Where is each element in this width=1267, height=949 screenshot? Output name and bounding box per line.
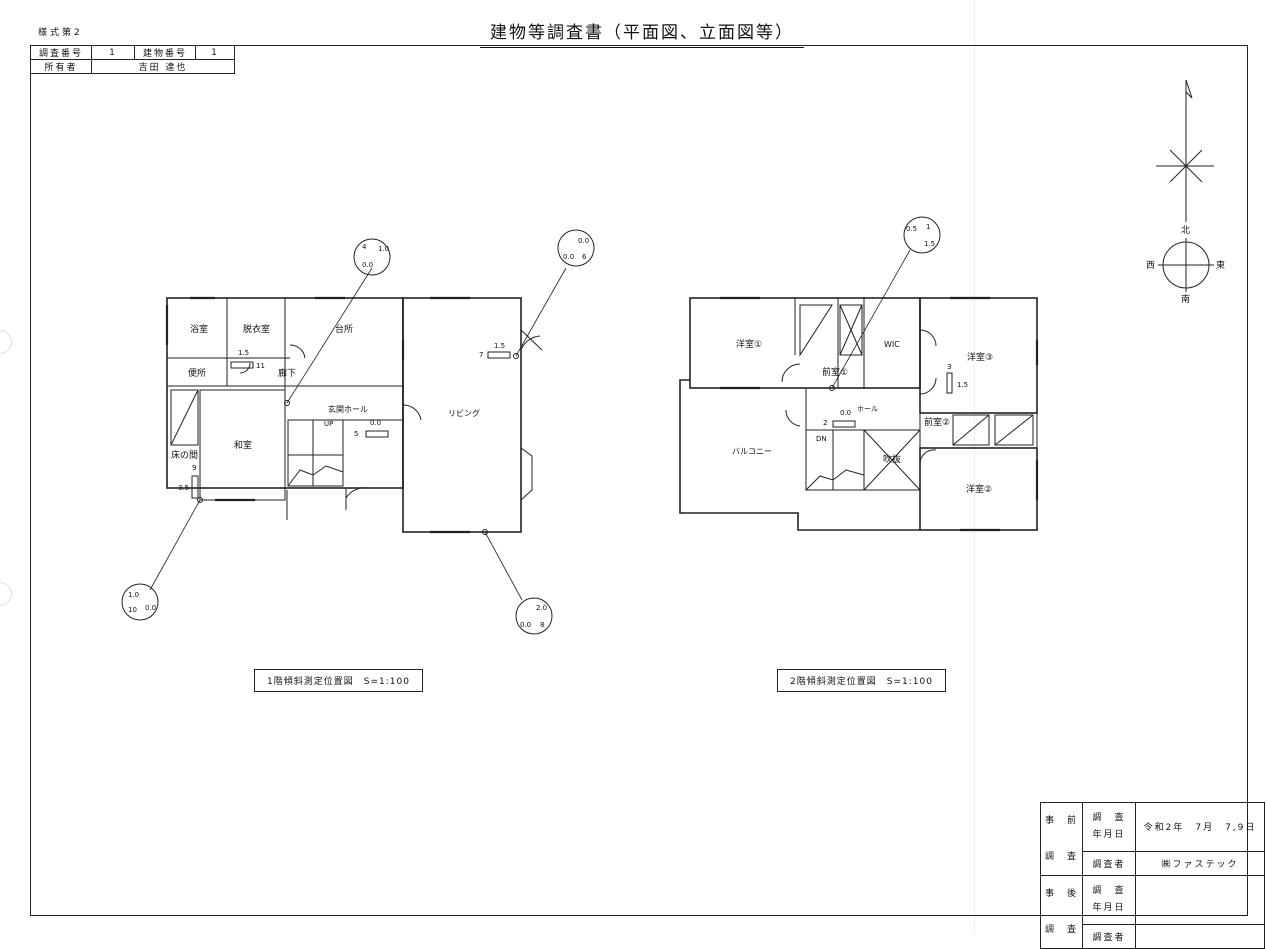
room-balcony: バルコニー — [732, 447, 772, 456]
stair-down-label: DN — [816, 435, 827, 443]
post-survey-label: 事 後 調 査 — [1039, 875, 1084, 949]
info-table: 調査番号 1 建物番号 1 所有者 吉田 達也 — [30, 45, 235, 74]
point-3-number: 3 — [947, 363, 952, 371]
pre-date-label-top: 調 査 — [1092, 812, 1126, 823]
point-10-value-a: 1.0 — [128, 591, 140, 599]
scan-fold-line — [974, 0, 975, 934]
compass-east: 東 — [1216, 261, 1226, 271]
room-tokonoma: 床の間 — [171, 451, 199, 461]
point-10-number: 10 — [128, 606, 137, 614]
point-4-value-b: 0.0 — [362, 261, 374, 269]
point-1-value-a: 0.5 — [906, 225, 918, 233]
measure-point-4-circle — [353, 238, 391, 276]
measure-point-10-circle — [121, 583, 159, 621]
pre-date-label-cell: 調 査 年月日 — [1082, 802, 1137, 852]
post-date-label-bottom: 年月日 — [1092, 902, 1126, 913]
owner-label: 所有者 — [30, 59, 92, 74]
signoff-table: 事 前 調 査 調 査 年月日 令和2年 7月 7,9日 調査者 ㈱ファステック… — [1039, 802, 1266, 949]
compass-circle — [1158, 238, 1214, 292]
room-west1: 洋室① — [736, 340, 763, 350]
floor1-walls — [166, 297, 543, 533]
drawing-frame — [30, 45, 1248, 916]
post-date-label-cell: 調 査 年月日 — [1082, 875, 1137, 925]
pre-date-label-bottom: 年月日 — [1092, 829, 1126, 840]
room-void: 吹抜 — [883, 455, 902, 465]
pre-label: 事 前 — [1045, 816, 1079, 826]
point-2-number: 2 — [823, 419, 828, 427]
point-6-value-a: 0.0 — [578, 237, 590, 245]
post-surveyor-label: 調査者 — [1082, 923, 1137, 949]
room-wic: WIC — [884, 340, 900, 349]
survey-label-post: 調 査 — [1045, 925, 1079, 935]
floor2-walls — [679, 297, 1038, 531]
room-entrance-hall: 玄関ホール — [328, 405, 368, 414]
room-living: リビング — [448, 409, 480, 418]
point-9-number: 9 — [192, 464, 197, 472]
room-kitchen: 台所 — [335, 325, 354, 335]
owner-name: 吉田 達也 — [91, 59, 235, 74]
form-label: 様式第2 — [38, 28, 83, 38]
room-washitsu: 和室 — [234, 441, 253, 451]
post-date-label-top: 調 査 — [1092, 885, 1126, 896]
point-1-number: 1 — [926, 223, 931, 231]
point-2-value: 0.0 — [840, 409, 852, 417]
point-7-number: 7 — [479, 351, 484, 359]
post-label: 事 後 — [1045, 889, 1079, 899]
measure-point-1-circle — [903, 216, 941, 254]
point-8-value-a: 2.0 — [536, 604, 548, 612]
point-4-value-a: 1.0 — [378, 245, 390, 253]
room-west3: 洋室③ — [967, 353, 994, 363]
pre-survey-label: 事 前 調 査 — [1039, 802, 1084, 876]
room-hall-2f: ホール — [857, 405, 878, 413]
room-corridor: 廊下 — [278, 369, 297, 379]
pre-date-value: 令和2年 7月 7,9日 — [1135, 802, 1266, 852]
compass-north: 北 — [1181, 226, 1191, 236]
pre-surveyor-label: 調査者 — [1082, 850, 1137, 877]
post-date-value — [1135, 875, 1266, 925]
room-toilet: 便所 — [188, 369, 207, 379]
measure-point-8-circle — [515, 597, 553, 635]
compass-south: 南 — [1181, 295, 1191, 305]
point-11-number: 11 — [256, 362, 265, 370]
point-6-number: 6 — [582, 253, 587, 261]
point-9-value: 3.5 — [178, 484, 190, 492]
room-front1: 前室① — [822, 368, 849, 378]
point-8-number: 8 — [540, 621, 545, 629]
floor1-caption: 1階傾斜測定位置図 S=1:100 — [254, 669, 423, 692]
point-8-value-b: 0.0 — [520, 621, 532, 629]
room-west2: 洋室② — [966, 485, 993, 495]
point-3-value: 1.5 — [957, 381, 969, 389]
document-title: 建物等調査書（平面図、立面図等） — [480, 18, 804, 48]
point-5-number: 5 — [354, 430, 359, 438]
room-bath: 浴室 — [190, 325, 209, 335]
room-front2: 前室② — [924, 418, 951, 428]
north-arrow — [1156, 79, 1214, 222]
point-5-value: 0.0 — [370, 419, 382, 427]
measure-point-6-circle — [557, 229, 595, 267]
pre-surveyor-value: ㈱ファステック — [1135, 850, 1266, 877]
point-6-value-b: 0.0 — [563, 253, 575, 261]
point-11-value: 1.5 — [238, 349, 250, 357]
point-4-number: 4 — [362, 243, 367, 251]
point-1-value-b: 1.5 — [924, 240, 936, 248]
point-10-value-b: 0.0 — [145, 604, 157, 612]
survey-label-pre: 調 査 — [1045, 852, 1079, 862]
stair-up-label: UP — [324, 420, 334, 428]
post-surveyor-value — [1135, 923, 1266, 949]
point-7-value: 1.5 — [494, 342, 506, 350]
floor2-caption: 2階傾斜測定位置図 S=1:100 — [777, 669, 946, 692]
room-dressing: 脱衣室 — [243, 325, 271, 335]
compass-west: 西 — [1146, 261, 1156, 271]
